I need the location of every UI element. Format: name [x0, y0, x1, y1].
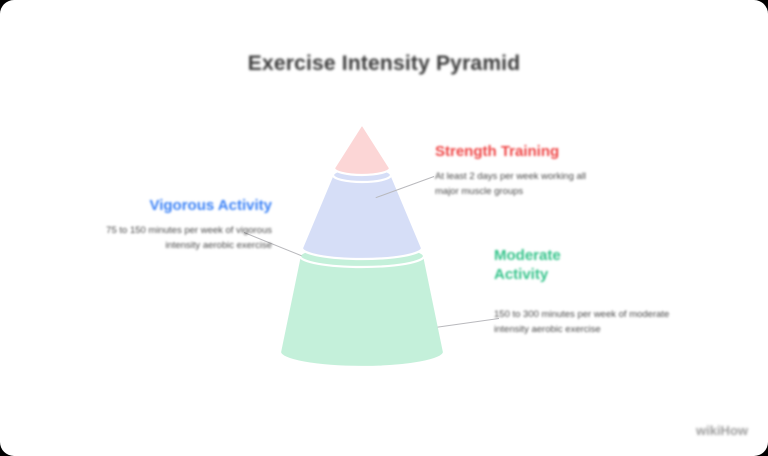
pyramid-tier-strength-body [332, 121, 392, 177]
label-description-vigorous: 75 to 150 minutes per week of vigorous i… [106, 225, 272, 251]
pyramid-tier-vigorous-body [300, 172, 424, 261]
pyramid-tier-moderate[interactable] [278, 243, 446, 369]
label-title-vigorous: Vigorous Activity [149, 197, 272, 214]
pyramid-svg [278, 121, 446, 369]
exercise-intensity-pyramid [262, 120, 462, 390]
label-title-moderate: Moderate Activity [494, 247, 561, 284]
label-block-strength: Strength Training At least 2 days per we… [435, 142, 625, 200]
label-block-vigorous: Vigorous Activity 75 to 150 minutes per … [72, 196, 272, 254]
pyramid-tier-moderate-body [278, 253, 446, 369]
label-title-strength: Strength Training [435, 143, 560, 160]
page-title: Exercise Intensity Pyramid [247, 52, 521, 75]
label-block-moderate: Moderate Activity 150 to 300 minutes per… [494, 246, 684, 338]
label-description-strength: At least 2 days per week working all maj… [435, 171, 587, 197]
watermark-logo: wikiHow [695, 423, 748, 438]
label-description-moderate: 150 to 300 minutes per week of moderate … [494, 309, 670, 336]
pyramid-tier-strength[interactable] [332, 121, 392, 177]
pyramid-tier-vigorous[interactable] [300, 166, 424, 261]
